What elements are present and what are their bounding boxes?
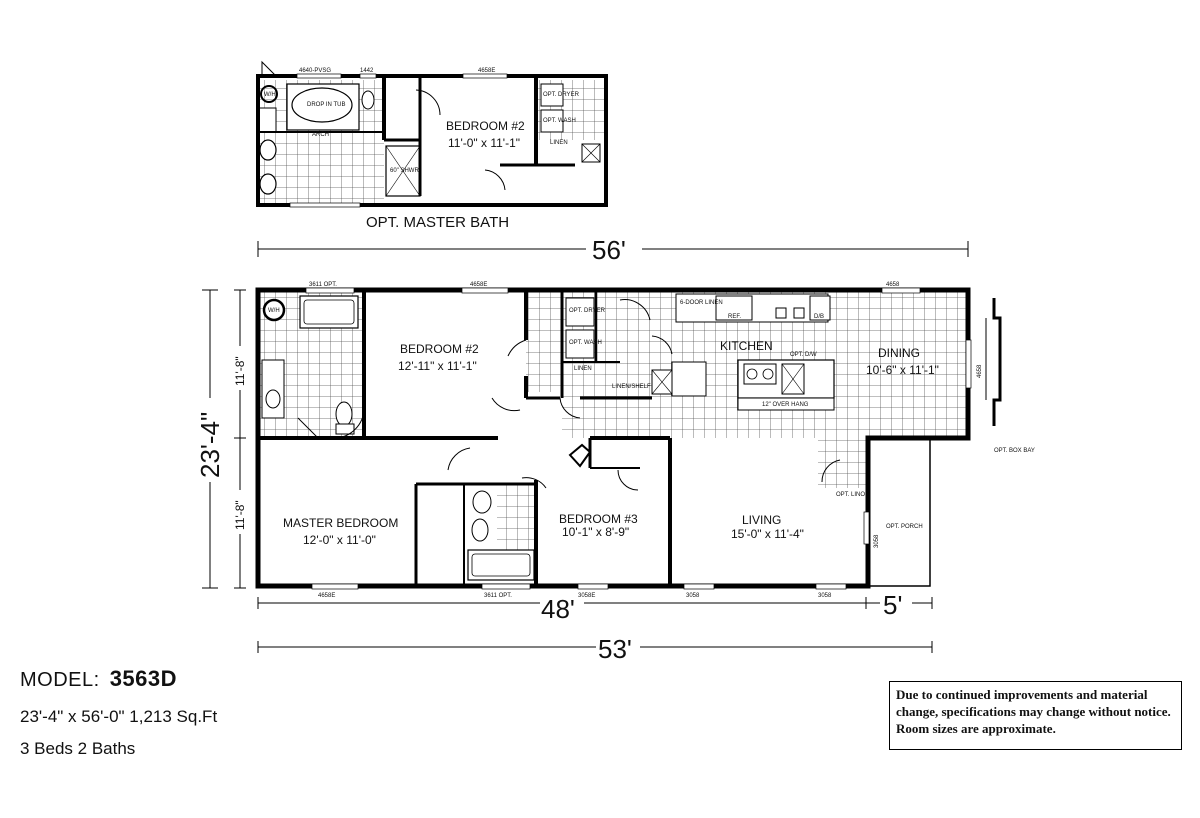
top-dryer-label: OPT. DRYER [543, 92, 580, 98]
bedroom2-size: 12'-11" x 11'-1" [398, 359, 477, 373]
bedroom2-name: BEDROOM #2 [400, 342, 479, 356]
top-window-label-1: 4640-PVSG [299, 68, 331, 74]
bedroom3-size: 10'-1" x 8'-9" [562, 525, 629, 539]
dim-body: 48' [541, 594, 575, 624]
opt-porch-label: OPT. PORCH [886, 524, 923, 530]
living-name: LIVING [742, 513, 781, 527]
top-window-label-3: 4658E [478, 68, 495, 74]
top-wash-label: OPT. WASH [543, 118, 576, 124]
bedroom3-name: BEDROOM #3 [559, 512, 638, 526]
window-label-bottom-2: 3611 OPT. [484, 593, 512, 599]
window-label-top-3: 4658 [886, 282, 900, 288]
top-bedroom-size: 11'-0" x 11'-1" [448, 136, 520, 150]
dim-height: 23'-4" [195, 412, 225, 478]
window-label-top-1: 3611 OPT. [309, 282, 337, 288]
kitchen-name: KITCHEN [720, 339, 773, 353]
window-label-bottom-1: 4658E [318, 593, 335, 599]
opt-lino-label: OPT. LINO [836, 492, 865, 498]
dim-porch: 5' [883, 590, 902, 620]
box-bay-label: OPT. BOX BAY [994, 448, 1035, 454]
wh-label: W/H [268, 308, 280, 314]
dim-upper-half: 11'-8" [233, 356, 247, 386]
overhang-label: 12" OVER HANG [762, 402, 809, 408]
top-arch-label: ARCH [312, 132, 329, 138]
top-shower-label: 60" SHWR [390, 168, 419, 174]
dining-size: 10'-6" x 11'-1" [866, 363, 939, 377]
top-tub-label: DROP IN TUB [307, 102, 345, 108]
ref-label: REF. [728, 314, 741, 320]
top-wh-label: W/H [264, 92, 276, 98]
window-label-bottom-4: 3058 [686, 593, 700, 599]
dim-overall-bottom: 53' [598, 634, 632, 660]
opt-master-bath-plan [256, 60, 608, 208]
disclaimer-box: Due to continued improvements and materi… [889, 681, 1182, 750]
db-label: D/B [814, 314, 824, 320]
floor-plan-drawing: 4640-PVSG 1442 4658E W/H DROP IN TUB ARC… [195, 60, 1035, 660]
linen-shelf-label: LINEN/SHELF [612, 384, 651, 390]
top-bedroom-name: BEDROOM #2 [446, 119, 525, 133]
opt-dw-label: OPT. D/W [790, 352, 817, 358]
master-bedroom-size: 12'-0" x 11'-0" [303, 533, 376, 547]
window-label-top-2: 4658E [470, 282, 487, 288]
model-line: MODEL: 3563D [20, 666, 177, 692]
dim-lower-half: 11'-8" [233, 500, 247, 530]
top-plan-caption: OPT. MASTER BATH [366, 214, 509, 231]
top-linen-label: LINEN [550, 140, 568, 146]
door-linen-label: 6-DOOR LINEN [680, 300, 723, 306]
dim-overall-top: 56' [592, 235, 626, 265]
model-number: 3563D [109, 666, 178, 691]
dryer-label: OPT. DRYER [569, 308, 606, 314]
main-floor-plan [255, 287, 1002, 590]
top-window-label-2: 1442 [360, 68, 374, 74]
dining-name: DINING [878, 346, 920, 360]
window-label-bottom-3: 3058E [578, 593, 595, 599]
window-label-bottom-5: 3058 [818, 593, 832, 599]
living-size: 15'-0" x 11'-4" [731, 527, 804, 541]
window-label-porch-side: 3058 [874, 534, 880, 548]
master-bedroom-name: MASTER BEDROOM [283, 516, 398, 530]
size-line: 23'-4" x 56'-0" 1,213 Sq.Ft [20, 707, 218, 726]
beds-line: 3 Beds 2 Baths [20, 739, 136, 758]
linen-label: LINEN [574, 366, 592, 372]
window-label-right: 4658 [977, 364, 983, 378]
wash-label: OPT. WASH [569, 340, 602, 346]
model-label: MODEL: [20, 669, 100, 691]
